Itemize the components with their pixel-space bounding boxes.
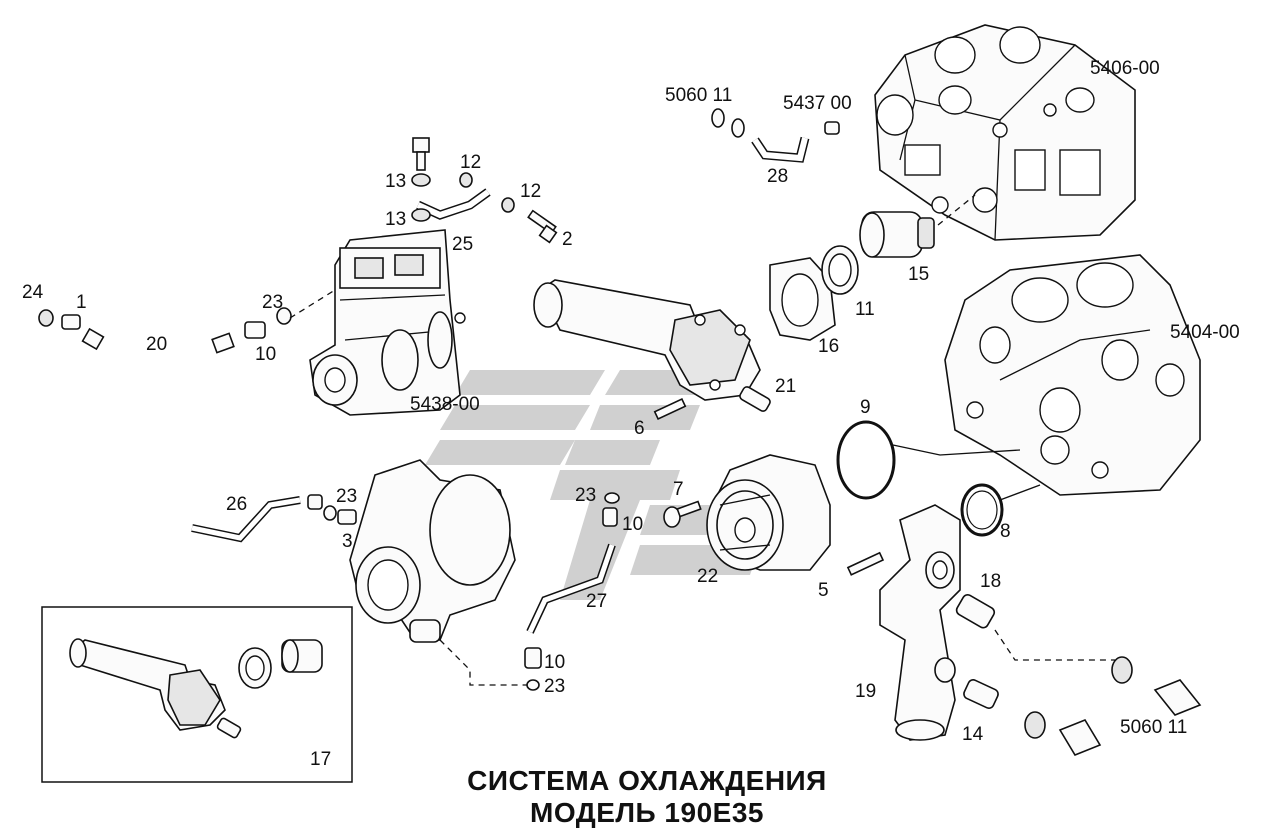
callout-20: 20 [146, 334, 167, 355]
callout-26: 26 [226, 494, 247, 515]
clamp-bottom-right [1024, 711, 1046, 739]
bolt-5 [846, 551, 885, 576]
callout-13-bottom: 13 [385, 209, 406, 230]
ref-5060-top: 5060 11 [665, 85, 732, 106]
bolt-2 [527, 209, 558, 244]
callout-12-top: 12 [460, 152, 481, 173]
gasket-8 [960, 483, 1004, 537]
leader-turbo [439, 639, 535, 686]
callout-23-compressor: 23 [262, 292, 283, 313]
pipe-25 [411, 188, 491, 222]
ref-5438: 5438-00 [410, 394, 480, 415]
callout-7: 7 [673, 479, 684, 500]
callout-5: 5 [818, 580, 829, 601]
hose-5060-bottom [1058, 679, 1202, 756]
washer-12-top [459, 172, 473, 188]
sensor-18 [955, 594, 996, 629]
washer-12-bottom [501, 197, 515, 213]
ref-5437: 5437 00 [783, 93, 852, 114]
pipe-28 [751, 121, 840, 163]
fitting-3 [337, 509, 357, 525]
callout-19: 19 [855, 681, 876, 702]
hose-5060-top [711, 108, 745, 138]
callout-24: 24 [22, 282, 44, 303]
fitting-10-top [602, 507, 618, 527]
leader-gasket-8 [999, 484, 1041, 501]
washer-23-turbo [323, 505, 337, 521]
callout-labels: 24 1 20 23 10 5438-00 13 13 12 12 25 2 5… [22, 58, 1240, 770]
callout-2: 2 [562, 229, 573, 250]
leader-compressor [289, 289, 336, 319]
callout-10-pipe-top: 10 [622, 514, 643, 535]
callout-6: 6 [634, 418, 645, 439]
sensor-21 [739, 386, 771, 412]
callout-3: 3 [342, 531, 353, 552]
clamp-top-right [1111, 656, 1133, 684]
o-ring-9 [836, 420, 896, 500]
bolt-13-top [411, 137, 431, 187]
diagram-title-line2: МОДЕЛЬ 190Е35 [530, 797, 764, 828]
sensor-14 [963, 679, 999, 709]
callout-8: 8 [1000, 521, 1011, 542]
callout-27: 27 [586, 591, 607, 612]
callout-13-top: 13 [385, 171, 406, 192]
inset-box-17 [41, 606, 353, 783]
fitting-24 [38, 309, 54, 327]
callout-1: 1 [76, 292, 87, 313]
seal-ring-11 [821, 245, 859, 295]
callout-23-turbo: 23 [336, 486, 357, 507]
cylinder-head-illustration [874, 24, 1136, 241]
ref-5060-bottom: 5060 11 [1120, 717, 1187, 738]
outlet-pipe-19 [879, 504, 961, 741]
bolt-7 [663, 500, 702, 528]
cylinder-block-illustration [944, 254, 1201, 496]
thermostat-15 [859, 211, 935, 258]
callout-14: 14 [962, 724, 984, 745]
callout-22: 22 [697, 566, 718, 587]
callout-23-pipe-bottom: 23 [544, 676, 565, 697]
callout-17: 17 [310, 749, 331, 770]
callout-15: 15 [908, 264, 929, 285]
turbocharger-illustration [349, 459, 516, 643]
callout-12-bottom: 12 [520, 181, 541, 202]
callout-16: 16 [818, 336, 839, 357]
callout-10-compressor: 10 [255, 344, 276, 365]
washer-23-top [604, 492, 620, 504]
fitting-10-compressor [244, 321, 266, 339]
air-compressor-illustration [309, 229, 466, 416]
callout-11: 11 [855, 299, 875, 320]
callout-25: 25 [452, 234, 473, 255]
leader-sensor-18 [994, 629, 1115, 661]
gasket-16 [769, 257, 836, 341]
washer-23-bottom [526, 679, 540, 691]
washer-23-compressor [276, 307, 292, 325]
fitting-1 [61, 314, 81, 330]
compressor-pipe-20 [81, 327, 235, 374]
callout-23-pipe-top: 23 [575, 485, 596, 506]
ref-5404: 5404-00 [1170, 322, 1240, 343]
diagram-title-line1: СИСТЕМА ОХЛАЖДЕНИЯ [467, 765, 827, 796]
callout-18: 18 [980, 571, 1001, 592]
fitting-10-bottom [524, 647, 542, 669]
callout-10-pipe-bottom: 10 [544, 652, 565, 673]
thermostat-housing [533, 279, 761, 401]
callout-9: 9 [860, 397, 871, 418]
callout-21: 21 [775, 376, 796, 397]
leader-thermostat [937, 194, 976, 226]
leader-o-ring [892, 444, 1021, 456]
water-pump-22 [706, 454, 831, 571]
bolt-6 [653, 397, 687, 421]
pipe-27 [526, 543, 616, 634]
ref-5406: 5406-00 [1090, 58, 1160, 79]
callout-28: 28 [767, 166, 788, 187]
pipe-26 [191, 494, 323, 543]
